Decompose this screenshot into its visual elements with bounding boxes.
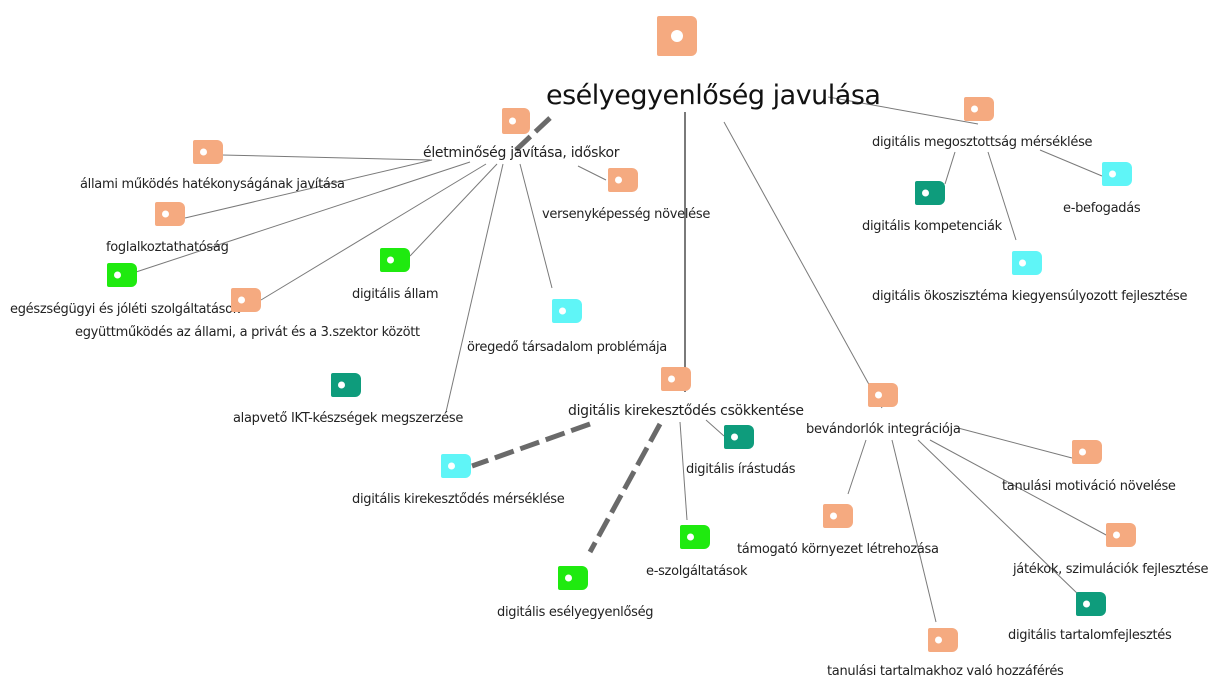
eszolgaltatasok-label: e-szolgáltatások	[646, 564, 748, 579]
edge-kirekesztodes-irastudas	[705, 419, 725, 437]
tartalmakhoz-tag-icon[interactable]	[928, 628, 958, 652]
egyuttmukodes-tag-icon[interactable]	[231, 288, 261, 312]
okoszisztema-tag-icon[interactable]	[1012, 251, 1042, 275]
edge-kirekesztodes-eselyegyenloseg	[587, 422, 663, 554]
irastudas-label: digitális írástudás	[686, 462, 796, 477]
edge-eletminoseg-egeszsegugyi	[135, 161, 471, 273]
edge-root-bevandorlok	[723, 121, 883, 409]
okoszisztema-label: digitális ökoszisztéma kiegyensúlyozott …	[872, 289, 1188, 304]
edge-eletminoseg-versenykepesseg	[577, 165, 607, 181]
edge-megosztottsag-okoszisztema	[987, 151, 1017, 241]
bevandorlok-label: bevándorlók integrációja	[806, 422, 961, 437]
tamogato-label: támogató környezet létrehozása	[737, 542, 939, 557]
egeszsegugyi-tag-icon[interactable]	[107, 263, 137, 287]
tartalmakhoz-label: tanulási tartalmakhoz való hozzáférés	[827, 664, 1064, 679]
kirekesztodes-tag-icon[interactable]	[661, 367, 691, 391]
ikt-tag-icon[interactable]	[331, 373, 361, 397]
oregedo-tag-icon[interactable]	[552, 299, 582, 323]
merseklese-tag-icon[interactable]	[441, 454, 471, 478]
kompetenciak-tag-icon[interactable]	[915, 181, 945, 205]
merseklese-label: digitális kirekesztődés mérséklése	[352, 492, 565, 507]
foglalkoztathatosag-tag-icon[interactable]	[155, 202, 185, 226]
edge-eletminoseg-ikt	[445, 163, 504, 413]
motivacio-label: tanulási motiváció növelése	[1002, 479, 1176, 494]
bevandorlok-tag-icon[interactable]	[868, 383, 898, 407]
versenykepesseg-label: versenyképesség növelése	[542, 207, 711, 222]
motivacio-tag-icon[interactable]	[1072, 440, 1102, 464]
ebefogadas-tag-icon[interactable]	[1102, 162, 1132, 186]
edge-eletminoseg-foglalkoztathatosag	[184, 159, 433, 219]
eselyegyenloseg-tag-icon[interactable]	[558, 566, 588, 590]
edge-megosztottsag-ebefogadas	[1039, 149, 1103, 177]
foglalkoztathatosag-label: foglalkoztathatóság	[106, 240, 229, 255]
edge-eletminoseg-digitalis_allam	[409, 163, 498, 257]
edge-kirekesztodes-merseklese	[471, 421, 591, 469]
edge-bevandorlok-tamogato	[847, 439, 867, 495]
ebefogadas-label: e-befogadás	[1063, 201, 1141, 216]
edge-root-eletminoseg	[514, 116, 552, 152]
root-label: esélyegyenlőség javulása	[546, 80, 881, 111]
eszolgaltatasok-tag-icon[interactable]	[680, 525, 710, 549]
edge-kirekesztodes-eszolgaltatasok	[679, 421, 688, 521]
edge-root-megosztottsag	[827, 96, 979, 125]
versenykepesseg-tag-icon[interactable]	[608, 168, 638, 192]
jatekok-label: játékok, szimulációk fejlesztése	[1013, 562, 1209, 577]
ikt-label: alapvető IKT-készségek megszerzése	[233, 411, 464, 426]
egeszsegugyi-label: egészségügyi és jóléti szolgáltatások	[10, 302, 240, 317]
kompetenciak-label: digitális kompetenciák	[862, 219, 1002, 234]
megosztottsag-tag-icon[interactable]	[964, 97, 994, 121]
tartalomfejlesztes-label: digitális tartalomfejlesztés	[1008, 628, 1172, 643]
edge-megosztottsag-kompetenciak	[944, 151, 956, 185]
oregedo-label: öregedő társadalom problémája	[467, 340, 667, 355]
tamogato-tag-icon[interactable]	[823, 504, 853, 528]
digitalis-allam-tag-icon[interactable]	[380, 248, 410, 272]
edge-bevandorlok-motivacio	[957, 427, 1073, 459]
eletminoseg-tag-icon[interactable]	[502, 108, 530, 134]
egyuttmukodes-label: együttműködés az állami, a privát és a 3…	[75, 325, 420, 340]
allami-tag-icon[interactable]	[193, 140, 223, 164]
edge-bevandorlok-tartalmakhoz	[891, 439, 937, 623]
edge-bevandorlok-jatekok	[929, 439, 1109, 537]
eselyegyenloseg-label: digitális esélyegyenlőség	[497, 605, 654, 620]
root-tag-icon[interactable]	[657, 16, 697, 56]
edge-bevandorlok-tartalomfejlesztes	[917, 439, 1081, 597]
edge-eletminoseg-egyuttmukodes	[260, 163, 487, 301]
allami-label: állami működés hatékonyságának javítása	[80, 177, 345, 192]
edge-eletminoseg-allami	[221, 154, 431, 161]
edge-eletminoseg-oregedo	[519, 163, 553, 289]
kirekesztodes-label: digitális kirekesztődés csökkentése	[568, 403, 804, 419]
eletminoseg-label: életminőség javítása, időskor	[423, 145, 620, 161]
digitalis-allam-label: digitális állam	[352, 287, 439, 302]
megosztottsag-label: digitális megosztottság mérséklése	[872, 135, 1093, 150]
jatekok-tag-icon[interactable]	[1106, 523, 1136, 547]
irastudas-tag-icon[interactable]	[724, 425, 754, 449]
tartalomfejlesztes-tag-icon[interactable]	[1076, 592, 1106, 616]
